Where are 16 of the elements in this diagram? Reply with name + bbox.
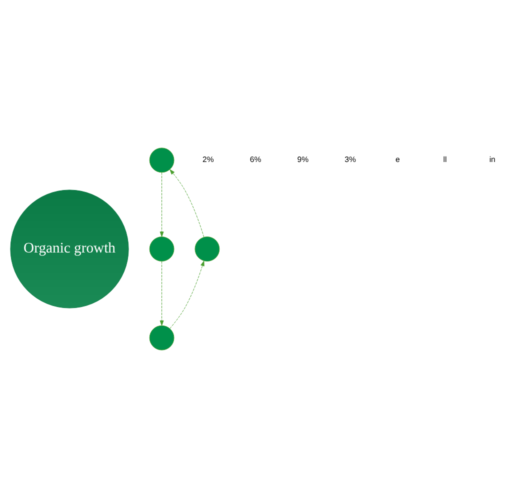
- node-circle: [149, 236, 174, 262]
- node-circle: Organic growth: [10, 190, 129, 308]
- arrow: [160, 261, 164, 326]
- label: e: [395, 155, 400, 164]
- label: 6%: [250, 155, 262, 164]
- node-circle: [149, 325, 174, 350]
- node-circle: [194, 236, 220, 262]
- label: ll: [443, 155, 447, 164]
- node-circle: [149, 148, 174, 173]
- label: 3%: [344, 155, 356, 164]
- label: 2%: [202, 155, 214, 164]
- label: 9%: [297, 155, 309, 164]
- arrow: [170, 260, 204, 329]
- arrow: [170, 169, 204, 238]
- arrow: [160, 172, 164, 237]
- label: in: [489, 155, 496, 164]
